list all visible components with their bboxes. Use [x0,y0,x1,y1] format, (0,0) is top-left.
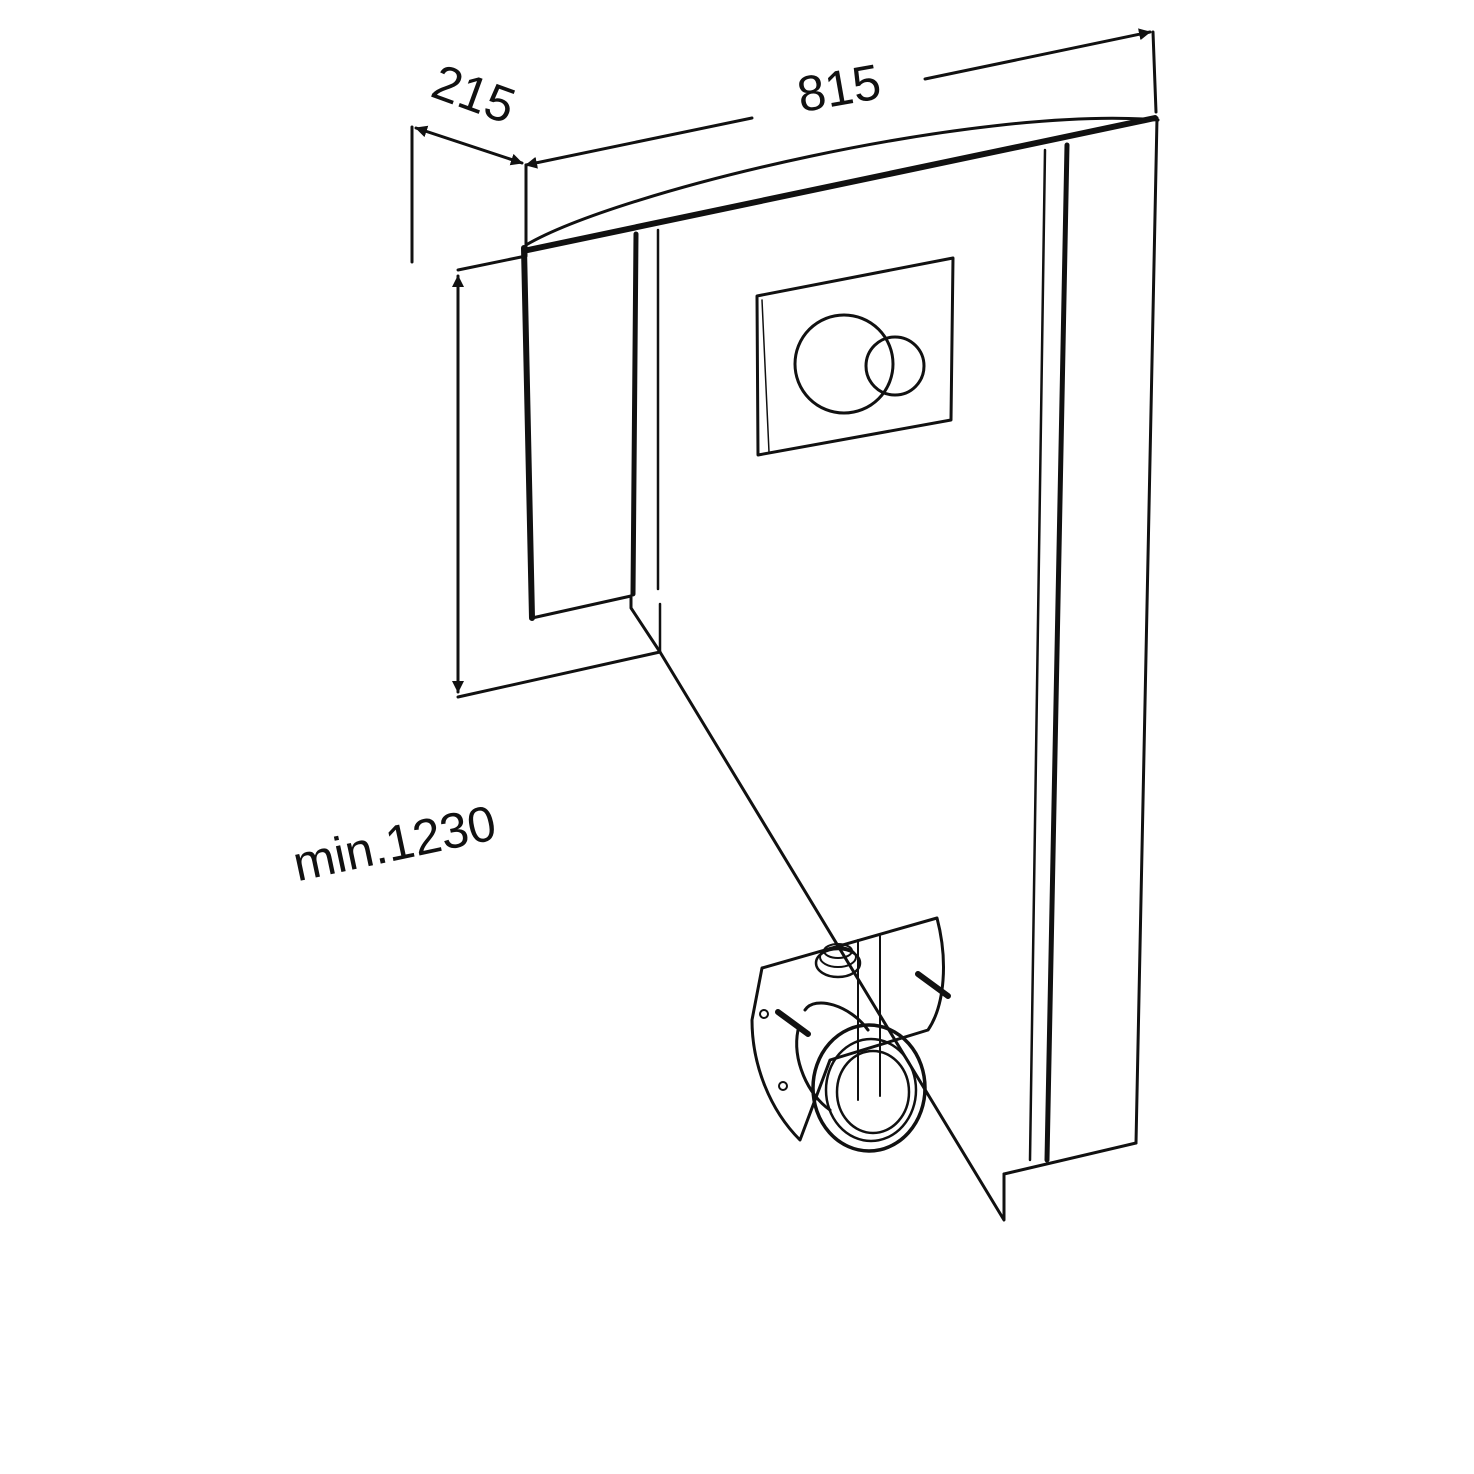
panel-top-edge [525,115,1158,253]
width-dimension: 815 [524,28,1158,169]
mounting-stud-left [775,1009,811,1037]
right-groove-inner [1028,148,1047,1162]
depth-dimension: 215 [410,53,528,264]
connection-assembly [750,916,951,1153]
height-extension-line-bottom [456,650,662,699]
panel-bottom-left [530,594,633,620]
depth-arrow [414,125,524,166]
left-groove-outer [630,231,639,597]
width-dimension-label: 815 [793,53,885,123]
height-extension-line-top [456,254,528,272]
panel-top-curve [524,116,1160,247]
flush-plate [755,256,955,457]
panel-left-edge [521,245,535,621]
height-dimension-label: min.1230 [288,795,501,893]
drain-connector [795,1001,927,1153]
panel-right-edge [1134,116,1159,1145]
right-groove-outer [1044,142,1070,1163]
cover-panel [521,115,1160,1222]
width-extension-line-right [1151,30,1158,114]
small-flush-button [864,335,926,397]
mounting-stud-right [915,971,951,999]
mounting-hole [778,1081,788,1091]
width-arrow-right [923,28,1152,81]
height-dimension: min.1230 [288,254,662,893]
panel-base [629,594,1006,1222]
flush-plate-outline [755,256,955,457]
threaded-inlet [814,943,862,979]
width-arrow-left [524,116,754,169]
depth-dimension-label: 215 [425,53,523,134]
mounting-hole [759,1009,769,1019]
panel-bottom-right [1002,1141,1138,1176]
large-flush-button [793,313,895,415]
